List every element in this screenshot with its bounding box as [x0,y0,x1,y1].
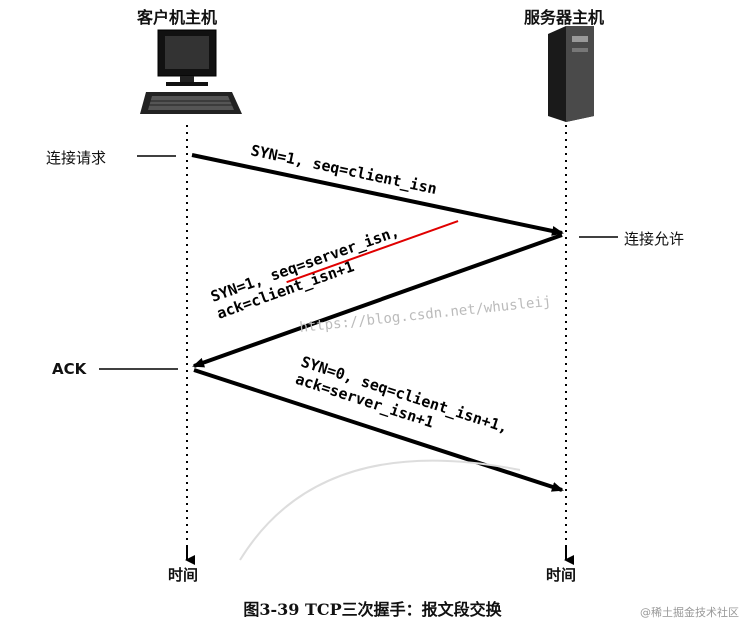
connect-allow-label: 连接允许 [624,230,685,248]
server-time-label: 时间 [546,566,577,584]
ack-arrow [193,368,564,492]
synack-message-line1: SYN=1, seq=server_isn, [208,222,401,306]
syn-message: SYN=1, seq=client_isn [249,141,438,198]
client-computer-icon [140,29,242,114]
server-tower-icon [548,26,594,122]
server-host-label: 服务器主机 [524,8,605,27]
synack-arrow [192,233,563,368]
client-time-label: 时间 [168,566,199,584]
syn-arrow [191,153,564,236]
seq-underline [286,220,459,284]
figure-caption: 图3-39 TCP三次握手：报文段交换 [243,600,502,619]
ack-label: ACK [52,360,87,378]
corner-watermark: @稀土掘金技术社区 [640,606,739,619]
background-bleed-arc [239,459,521,561]
client-host-label: 客户机主机 [137,8,218,27]
connect-request-label: 连接请求 [46,149,107,167]
